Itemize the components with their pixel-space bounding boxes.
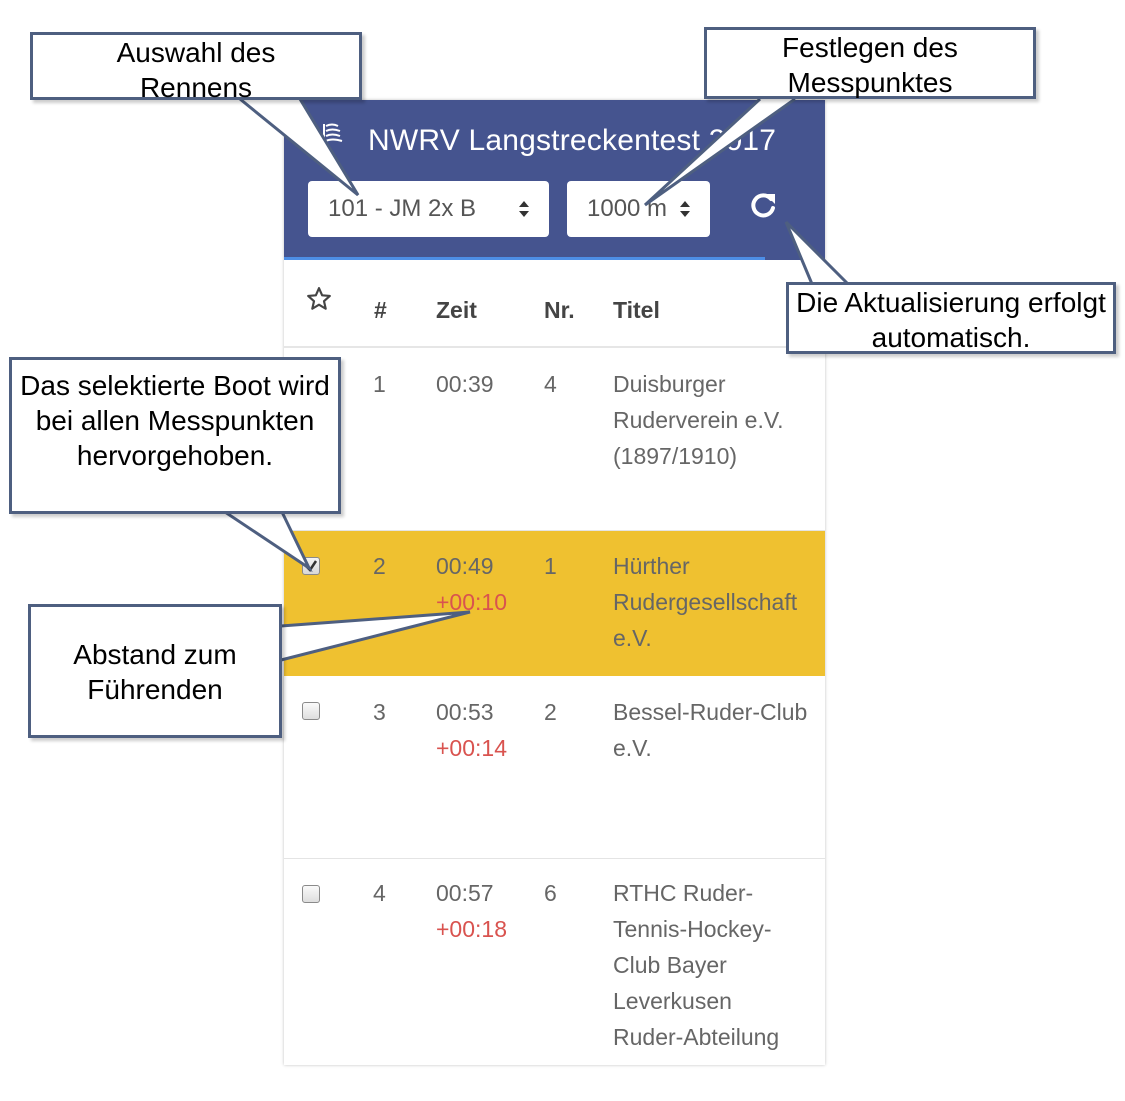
table-row[interactable]: 3 00:53 +00:14 2 Bessel-Ruder-Club e.V. bbox=[284, 676, 825, 859]
star-icon[interactable] bbox=[306, 286, 332, 312]
measuring-point-select[interactable]: 1000 m bbox=[567, 181, 710, 237]
race-select-value: 101 - JM 2x B bbox=[328, 195, 477, 222]
row-number: 6 bbox=[544, 880, 557, 906]
callout-race-selection: Auswahl des Rennens bbox=[30, 32, 362, 103]
row-number: 4 bbox=[544, 371, 557, 397]
regatta-logo-icon bbox=[323, 123, 343, 148]
row-divider bbox=[284, 858, 825, 859]
timing-app: NWRV Langstreckentest 2017 101 - JM 2x B… bbox=[284, 100, 825, 1065]
col-title-header[interactable]: Titel bbox=[613, 297, 660, 323]
callout-measuring-point: Festlegen des Messpunktes bbox=[704, 27, 1036, 99]
callout-selected-text: Das selektierte Boot wird bei allen Mess… bbox=[20, 370, 330, 471]
row-title: RTHC Ruder-Tennis-Hockey-Club Bayer Leve… bbox=[613, 880, 780, 1050]
race-select[interactable]: 101 - JM 2x B bbox=[308, 181, 549, 237]
table-row[interactable]: 1 00:39 4 Duisburger Ruderverein e.V. (1… bbox=[284, 348, 825, 531]
col-time-header[interactable]: Zeit bbox=[436, 297, 477, 323]
progress-bar bbox=[284, 257, 765, 260]
row-time: 00:39 bbox=[436, 371, 494, 397]
row-time: 00:57 bbox=[436, 880, 494, 906]
row-time: 00:49 bbox=[436, 553, 494, 579]
col-rank-header[interactable]: # bbox=[374, 297, 387, 323]
row-title: Hürther Rudergesellschaft e.V. bbox=[613, 553, 798, 651]
refresh-icon[interactable] bbox=[746, 189, 780, 223]
callout-refresh-text: Die Aktualisierung erfolgt automatisch. bbox=[796, 287, 1106, 353]
row-select-checkbox-checked[interactable] bbox=[302, 557, 320, 575]
row-gap: +00:10 bbox=[436, 589, 507, 615]
callout-point-text: Festlegen des Messpunktes bbox=[782, 32, 958, 98]
callout-selected-boat: Das selektierte Boot wird bei allen Mess… bbox=[9, 357, 341, 514]
app-header: NWRV Langstreckentest 2017 101 - JM 2x B… bbox=[284, 100, 825, 260]
measuring-point-value: 1000 m bbox=[587, 195, 668, 222]
row-select-checkbox[interactable] bbox=[302, 702, 320, 720]
row-rank: 3 bbox=[373, 699, 386, 725]
select-arrows-icon bbox=[519, 201, 529, 217]
col-number-header[interactable]: Nr. bbox=[544, 297, 575, 323]
app-title: NWRV Langstreckentest 2017 bbox=[368, 124, 777, 157]
row-number: 2 bbox=[544, 699, 557, 725]
row-number: 1 bbox=[544, 553, 557, 579]
row-gap: +00:18 bbox=[436, 916, 507, 942]
row-rank: 1 bbox=[373, 371, 386, 397]
row-title: Duisburger Ruderverein e.V. (1897/1910) bbox=[613, 371, 784, 469]
row-rank: 4 bbox=[373, 880, 386, 906]
row-title: Bessel-Ruder-Club e.V. bbox=[613, 699, 808, 761]
row-gap: +00:14 bbox=[436, 735, 507, 761]
header-divider bbox=[284, 346, 825, 348]
callout-auto-refresh: Die Aktualisierung erfolgt automatisch. bbox=[786, 282, 1116, 354]
select-arrows-icon bbox=[680, 201, 690, 217]
table-row-selected[interactable]: 2 00:49 +00:10 1 Hürther Rudergesellscha… bbox=[284, 531, 825, 676]
row-select-checkbox[interactable] bbox=[302, 885, 320, 903]
callout-race-text: Auswahl des Rennens bbox=[116, 37, 276, 103]
row-time: 00:53 bbox=[436, 699, 494, 725]
row-rank: 2 bbox=[373, 553, 386, 579]
row-divider bbox=[284, 530, 825, 531]
checkmark-icon bbox=[305, 560, 318, 572]
table-row[interactable]: 4 00:57 +00:18 6 RTHC Ruder-Tennis-Hocke… bbox=[284, 859, 825, 1065]
callout-gap-to-leader: Abstand zum Führenden bbox=[28, 604, 282, 738]
callout-gap-text: Abstand zum Führenden bbox=[73, 639, 237, 705]
